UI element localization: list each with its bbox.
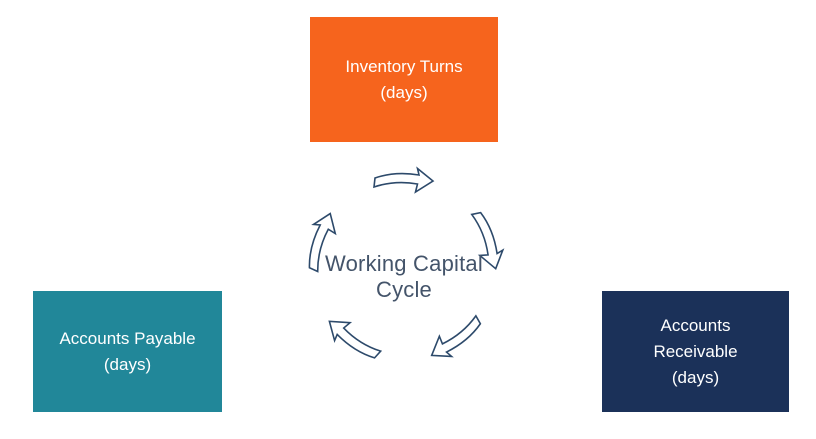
- cycle-arrow-left-icon: [308, 212, 337, 273]
- inventory-turns-box: Inventory Turns (days): [310, 17, 498, 142]
- cycle-arrow-bottom-left-icon: [328, 320, 383, 359]
- cycle-arrow-bottom-right-icon: [430, 314, 482, 358]
- accounts-receivable-label: Accounts Receivable (days): [653, 315, 738, 387]
- accounts-receivable-box: Accounts Receivable (days): [602, 291, 789, 412]
- center-label: Working Capital Cycle: [325, 251, 483, 302]
- cycle-arrow-top-icon: [373, 166, 435, 194]
- accounts-payable-label: Accounts Payable (days): [59, 328, 196, 374]
- clockwise-cycle-arrow-group: [308, 166, 505, 359]
- cycle-arrow-right-icon: [470, 211, 505, 271]
- inventory-turns-label: Inventory Turns (days): [345, 56, 463, 102]
- accounts-payable-box: Accounts Payable (days): [33, 291, 222, 412]
